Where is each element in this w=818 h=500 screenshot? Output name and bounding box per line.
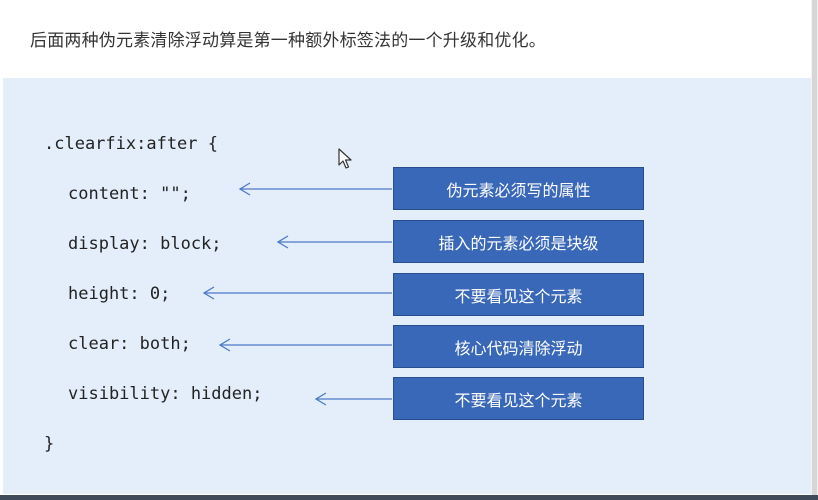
note-height: 不要看见这个元素 <box>393 273 644 316</box>
code-line-display: display: block; <box>68 234 222 254</box>
note-content: 伪元素必须写的属性 <box>393 167 644 210</box>
bottom-border <box>0 495 818 500</box>
scrollbar-thumb[interactable] <box>812 0 817 500</box>
code-line-close-brace: } <box>44 434 55 454</box>
code-line-clear: clear: both; <box>68 334 191 354</box>
note-display: 插入的元素必须是块级 <box>393 220 644 263</box>
intro-text: 后面两种伪元素清除浮动算是第一种额外标签法的一个升级和优化。 <box>30 31 546 51</box>
code-line-selector: .clearfix:after { <box>44 134 218 154</box>
note-clear: 核心代码清除浮动 <box>393 325 644 368</box>
code-line-visibility: visibility: hidden; <box>68 384 263 404</box>
code-line-height: height: 0; <box>68 284 171 304</box>
mouse-cursor-icon <box>338 148 352 169</box>
scrollbar-track[interactable] <box>811 0 818 500</box>
code-line-content: content: ""; <box>68 184 191 204</box>
note-visibility: 不要看见这个元素 <box>393 377 644 420</box>
